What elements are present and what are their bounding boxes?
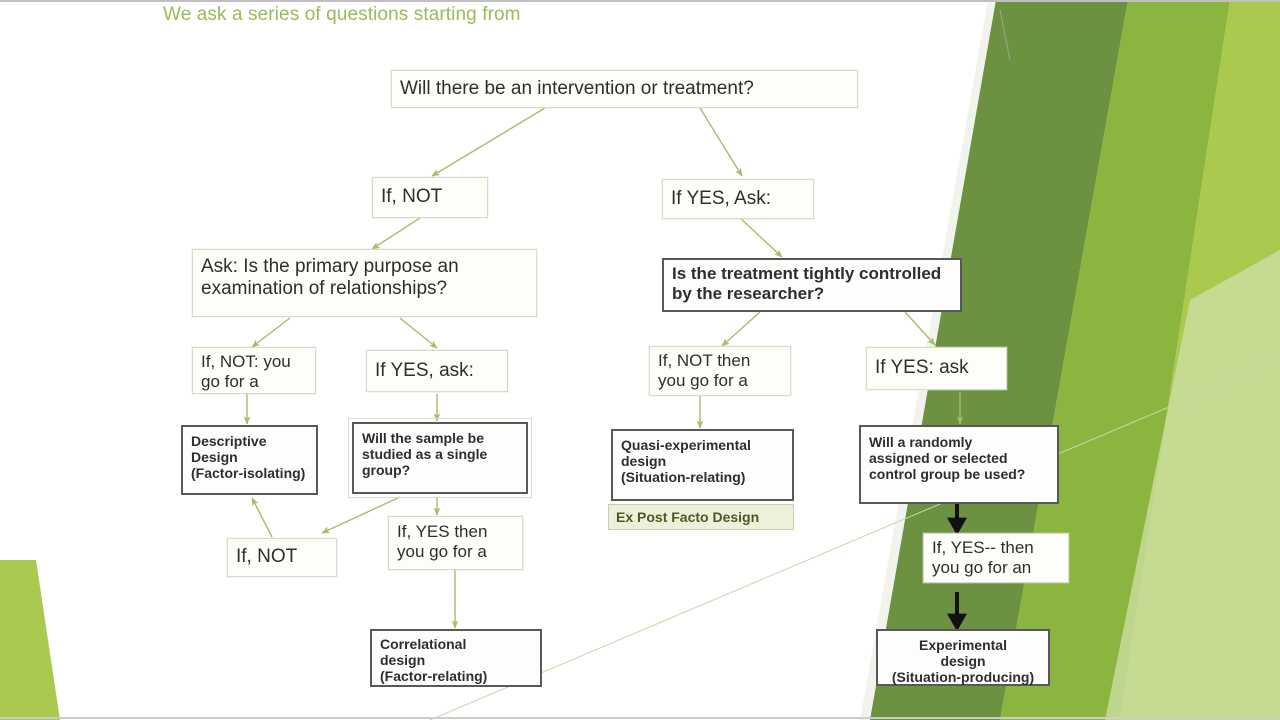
node-right-yes-go-label: If, YES-- then you go for an — [932, 538, 1034, 577]
node-bottom-yes-go[interactable]: If, YES then you go for a — [388, 516, 523, 570]
node-root-question-label: Will there be an intervention or treatme… — [400, 77, 754, 99]
node-right-question-label: Is the treatment tightly controlled by t… — [672, 264, 942, 303]
node-right-yes-go[interactable]: If, YES-- then you go for an — [923, 533, 1069, 583]
node-experimental-design-label: Experimental design (Situation-producing… — [891, 637, 1035, 686]
edge-root-to-not — [431, 107, 546, 177]
node-root-question[interactable]: Will there be an intervention or treatme… — [391, 70, 858, 108]
deco-shape-pale-right — [985, 0, 1280, 720]
deco-shape-mid-green — [1000, 0, 1230, 720]
node-left-not-go-label: If, NOT: you go for a — [201, 352, 291, 391]
node-left-question[interactable]: Ask: Is the primary purpose an examinati… — [192, 249, 537, 317]
deco-shape-bottom-left — [0, 560, 60, 720]
node-bottom-not-label: If, NOT — [236, 546, 298, 568]
node-quasi-design-label: Quasi-experimental design (Situation-rel… — [621, 437, 751, 486]
edge-not-to-leftq — [371, 217, 421, 250]
slide-title: We ask a series of questions starting fr… — [163, 4, 521, 25]
node-right-yes-ask[interactable]: If YES: ask — [866, 347, 1007, 390]
node-right-not-go-label: If, NOT then you go for a — [658, 351, 751, 390]
node-ex-post-facto[interactable]: Ex Post Facto Design — [608, 504, 794, 530]
node-branch-yes-ask[interactable]: If YES, Ask: — [662, 179, 814, 219]
node-branch-not-label: If, NOT — [381, 186, 443, 208]
node-right-not-go[interactable]: If, NOT then you go for a — [649, 346, 791, 396]
edge-rightq-to-yesask — [904, 311, 936, 346]
deco-hairline — [429, 359, 1280, 720]
node-left-not-go[interactable]: If, NOT: you go for a — [192, 347, 316, 394]
edge-root-to-yesask — [699, 107, 743, 177]
deco-shape-pale-overlay — [1105, 250, 1280, 720]
node-bottom-not[interactable]: If, NOT — [227, 538, 337, 577]
node-experimental-design[interactable]: Experimental design (Situation-producing… — [876, 629, 1050, 686]
edge-rightq-to-notgo — [721, 311, 761, 347]
node-correlational-design[interactable]: Correlational design (Factor-relating) — [370, 629, 542, 687]
node-correlational-design-label: Correlational design (Factor-relating) — [380, 636, 488, 685]
edge-bottomnot-to-descriptive — [251, 497, 273, 538]
node-right-question[interactable]: Is the treatment tightly controlled by t… — [662, 258, 962, 312]
node-left-yes-ask[interactable]: If YES, ask: — [366, 350, 508, 392]
node-sample-question-label: Will the sample be studied as a single g… — [362, 430, 488, 479]
node-branch-not[interactable]: If, NOT — [372, 177, 488, 218]
node-ex-post-facto-label: Ex Post Facto Design — [616, 509, 760, 525]
deco-hairline-2 — [999, 9, 1011, 61]
node-control-group-question-label: Will a randomly assigned or selected con… — [869, 434, 1026, 483]
node-left-yes-ask-label: If YES, ask: — [375, 359, 474, 381]
node-sample-question[interactable]: Will the sample be studied as a single g… — [348, 418, 532, 498]
node-descriptive-design[interactable]: Descriptive Design (Factor-isolating) — [181, 425, 318, 495]
deco-shape-light-green — [1120, 0, 1280, 720]
node-quasi-design[interactable]: Quasi-experimental design (Situation-rel… — [611, 429, 794, 501]
node-branch-yes-ask-label: If YES, Ask: — [671, 187, 771, 209]
node-descriptive-design-label: Descriptive Design (Factor-isolating) — [191, 433, 306, 482]
node-right-yes-ask-label: If YES: ask — [875, 357, 969, 379]
node-control-group-question[interactable]: Will a randomly assigned or selected con… — [859, 425, 1059, 504]
node-left-question-label: Ask: Is the primary purpose an examinati… — [201, 256, 459, 300]
edge-yesask-to-rightq — [739, 217, 783, 258]
node-bottom-yes-go-label: If, YES then you go for a — [397, 522, 488, 561]
edge-leftq-to-notgo — [251, 317, 291, 348]
edge-leftq-to-yesask2 — [399, 317, 438, 349]
